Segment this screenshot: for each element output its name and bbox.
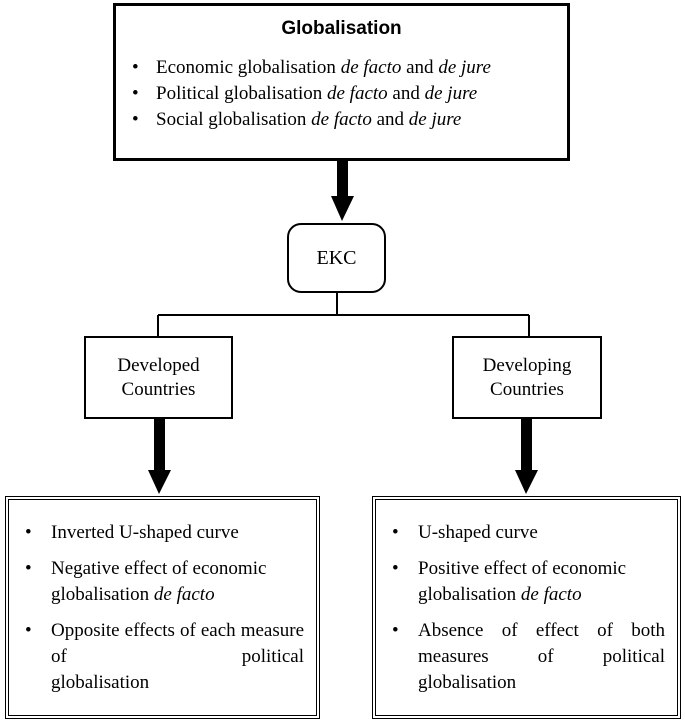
- result-text: measures of political: [418, 646, 665, 667]
- globalisation-title: Globalisation: [281, 18, 402, 39]
- result-text: Positive effect of economic: [418, 558, 627, 579]
- item-text: Social globalisation: [156, 109, 312, 130]
- developing-results-list: • U-shaped curve • Positive effect of ec…: [390, 520, 665, 706]
- arrow-shaft-right: [521, 419, 532, 471]
- arrow-shaft-top: [337, 160, 348, 198]
- developed-results-box: • Inverted U-shaped curve • Negative eff…: [5, 496, 320, 719]
- result-text: Absence of effect of both: [418, 620, 665, 641]
- arrow-head-left: [148, 470, 171, 494]
- item-text: Economic globalisation: [156, 57, 341, 78]
- result-item: • Negative effect of economic globalisat…: [23, 556, 304, 608]
- label-line: Countries: [490, 378, 564, 400]
- result-text: Negative effect of economic: [51, 558, 267, 579]
- item-emphasis: de facto: [340, 57, 402, 78]
- bullet-icon: •: [132, 109, 139, 130]
- globalisation-box: Globalisation • Economic globalisation d…: [113, 3, 570, 161]
- arrow-head-top: [331, 196, 354, 221]
- arrow-head-right: [515, 470, 538, 494]
- developing-countries-label: Developing Countries: [483, 354, 572, 402]
- ekc-box: EKC: [287, 223, 386, 293]
- result-item: • Inverted U-shaped curve: [23, 520, 304, 546]
- bullet-icon: •: [25, 522, 32, 543]
- developing-countries-box: Developing Countries: [452, 336, 602, 419]
- item-text: and: [387, 83, 425, 104]
- item-text: and: [371, 109, 409, 130]
- result-emphasis: de facto: [520, 584, 582, 605]
- result-item: • U-shaped curve: [390, 520, 665, 546]
- item-emphasis: de facto: [311, 109, 372, 130]
- globalisation-item: • Economic globalisation de facto and de…: [130, 55, 491, 81]
- bullet-icon: •: [25, 558, 32, 579]
- result-item: • Absence of effect of both measures of …: [390, 618, 665, 696]
- result-text: globalisation: [418, 672, 517, 693]
- result-text: measure of political: [51, 620, 305, 667]
- bullet-icon: •: [392, 558, 399, 579]
- item-emphasis: de jure: [408, 109, 462, 130]
- result-emphasis: de facto: [153, 584, 215, 605]
- bullet-icon: •: [392, 620, 399, 641]
- result-text: globalisation: [51, 584, 154, 605]
- result-text: U-shaped curve: [418, 522, 538, 543]
- globalisation-list: • Economic globalisation de facto and de…: [130, 55, 491, 133]
- result-text: Opposite effects of each: [51, 620, 236, 641]
- item-emphasis: de jure: [438, 57, 491, 78]
- arrow-shaft-left: [154, 419, 165, 471]
- bullet-icon: •: [25, 620, 32, 641]
- globalisation-item: • Social globalisation de facto and de j…: [130, 107, 491, 133]
- bullet-icon: •: [132, 83, 139, 104]
- globalisation-item: • Political globalisation de facto and d…: [130, 81, 491, 107]
- item-emphasis: de jure: [424, 83, 478, 104]
- label-line: Developed: [117, 354, 200, 376]
- result-text: globalisation: [418, 584, 521, 605]
- developed-countries-box: Developed Countries: [84, 336, 233, 419]
- bullet-icon: •: [392, 522, 399, 543]
- result-item: • Opposite effects of each measure of po…: [23, 618, 304, 696]
- item-text: and: [401, 57, 439, 78]
- result-text: globalisation: [51, 672, 150, 693]
- result-item: • Positive effect of economic globalisat…: [390, 556, 665, 608]
- item-emphasis: de facto: [326, 83, 388, 104]
- bullet-icon: •: [132, 57, 139, 78]
- developed-countries-label: Developed Countries: [117, 354, 199, 402]
- developed-results-list: • Inverted U-shaped curve • Negative eff…: [23, 520, 304, 706]
- result-text: Inverted U-shaped curve: [51, 522, 239, 543]
- developing-results-box: • U-shaped curve • Positive effect of ec…: [372, 496, 681, 719]
- label-line: Countries: [121, 378, 196, 400]
- ekc-label: EKC: [316, 246, 357, 269]
- label-line: Developing: [482, 354, 572, 376]
- item-text: Political globalisation: [156, 83, 327, 104]
